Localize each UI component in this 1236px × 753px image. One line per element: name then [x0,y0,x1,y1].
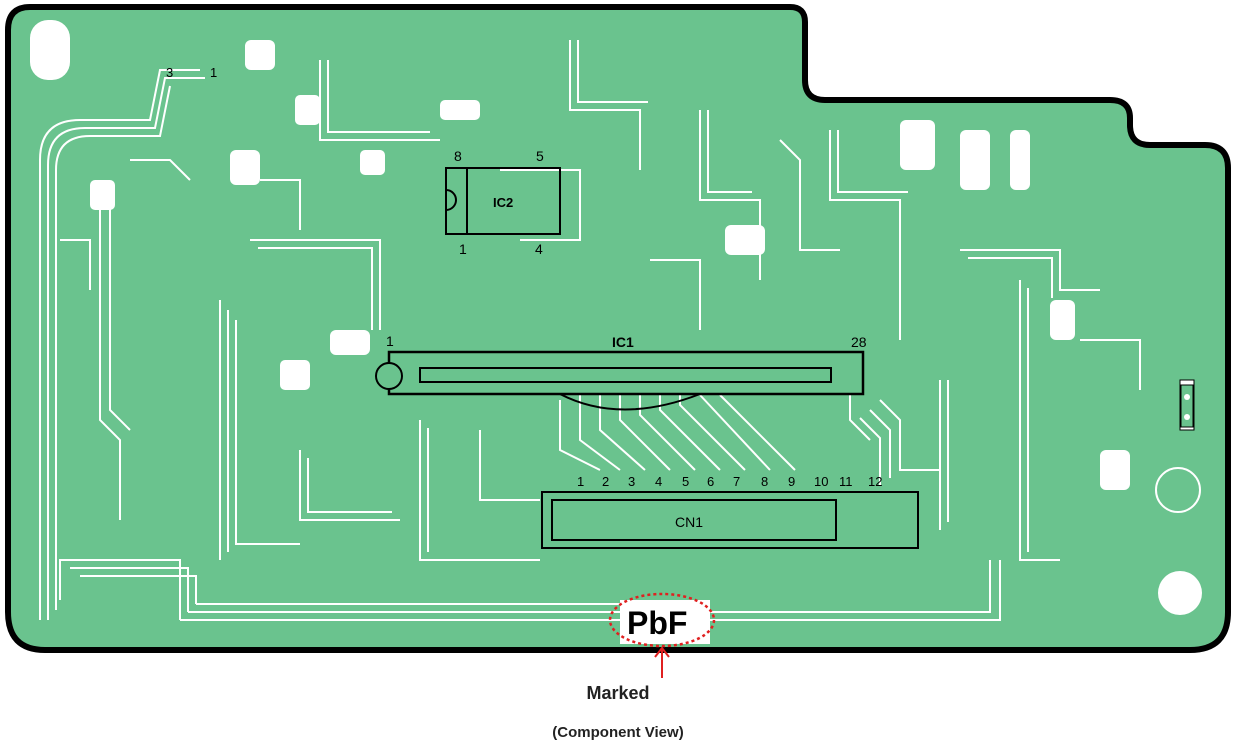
jumper-pin-1: 1 [210,65,217,80]
cn1-label: CN1 [675,514,703,530]
cn1-pin-12: 12 [868,474,882,489]
ic2-pin-4: 4 [535,241,543,257]
ic1-package: 1 IC1 28 [375,333,867,411]
pbf-label: PbF [627,605,687,641]
cn1-pin-2: 2 [602,474,609,489]
marked-caption: Marked [586,683,650,703]
marked-arrow-icon [654,646,670,678]
cn1-pin-3: 3 [628,474,635,489]
ic1-pin-28: 28 [851,334,867,350]
ic2-pin-8: 8 [454,148,462,164]
cn1-pin-10: 10 [814,474,828,489]
ic2-pin-1: 1 [459,241,467,257]
cn1-pin-7: 7 [733,474,740,489]
cn1-pin-11: 11 [839,474,853,489]
cn1-pin-6: 6 [707,474,714,489]
cn1-pin-9: 9 [788,474,795,489]
cn1-pin-1: 1 [577,474,584,489]
pbf-mark: PbF [608,592,716,648]
ic2-label: IC2 [493,195,513,210]
mounting-hole-right [1158,571,1202,615]
cn1-pin-8: 8 [761,474,768,489]
ic1-pin-1: 1 [386,333,394,349]
board-outline [5,4,1231,653]
ic1-label: IC1 [612,334,634,350]
ic2-package: 8 5 IC2 1 4 [445,148,561,257]
cn1-pin-5: 5 [682,474,689,489]
cn1-connector: CN1 1 2 3 4 5 6 7 8 9 10 11 12 [541,474,919,549]
pcb-board-diagram: 3 1 8 5 IC2 1 4 1 IC1 28 CN1 1 2 3 4 5 6… [5,4,1231,678]
mounting-hole-small [1155,467,1201,513]
cn1-pin-4: 4 [655,474,662,489]
connector-pad [1180,384,1194,428]
ic2-pin-5: 5 [536,148,544,164]
jumper-pin-3: 3 [166,65,173,80]
component-view-caption: (Component View) [552,724,684,741]
